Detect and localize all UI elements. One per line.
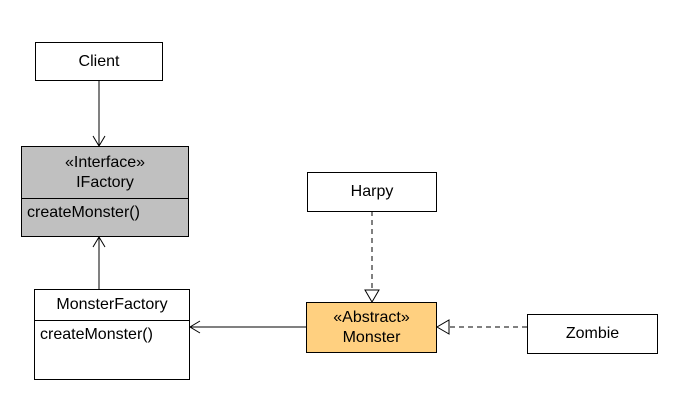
monster-node[interactable]: «Abstract» Monster (306, 302, 437, 353)
monsterfactory-header: MonsterFactory (35, 290, 189, 321)
monsterfactory-name: MonsterFactory (56, 296, 168, 313)
monster-stereotype: «Abstract» (333, 308, 410, 326)
monsterfactory-operations: createMonster() (35, 321, 189, 345)
ifactory-stereotype: «Interface» (64, 153, 146, 171)
ifactory-name: IFactory (76, 173, 134, 191)
monsterfactory-node[interactable]: MonsterFactory createMonster() (34, 289, 190, 380)
harpy-label: Harpy (350, 183, 394, 200)
client-node[interactable]: Client (35, 42, 163, 81)
zombie-label: Zombie (565, 325, 620, 342)
ifactory-operations: createMonster() (22, 199, 188, 223)
monsterfactory-operation: createMonster() (40, 326, 153, 343)
harpy-node[interactable]: Harpy (307, 172, 437, 212)
ifactory-operation: createMonster() (27, 204, 140, 221)
client-label: Client (78, 52, 120, 70)
ifactory-header: «Interface» IFactory (22, 147, 188, 199)
ifactory-node[interactable]: «Interface» IFactory createMonster() (21, 146, 189, 237)
zombie-node[interactable]: Zombie (527, 314, 658, 354)
monster-name: Monster (342, 328, 401, 346)
